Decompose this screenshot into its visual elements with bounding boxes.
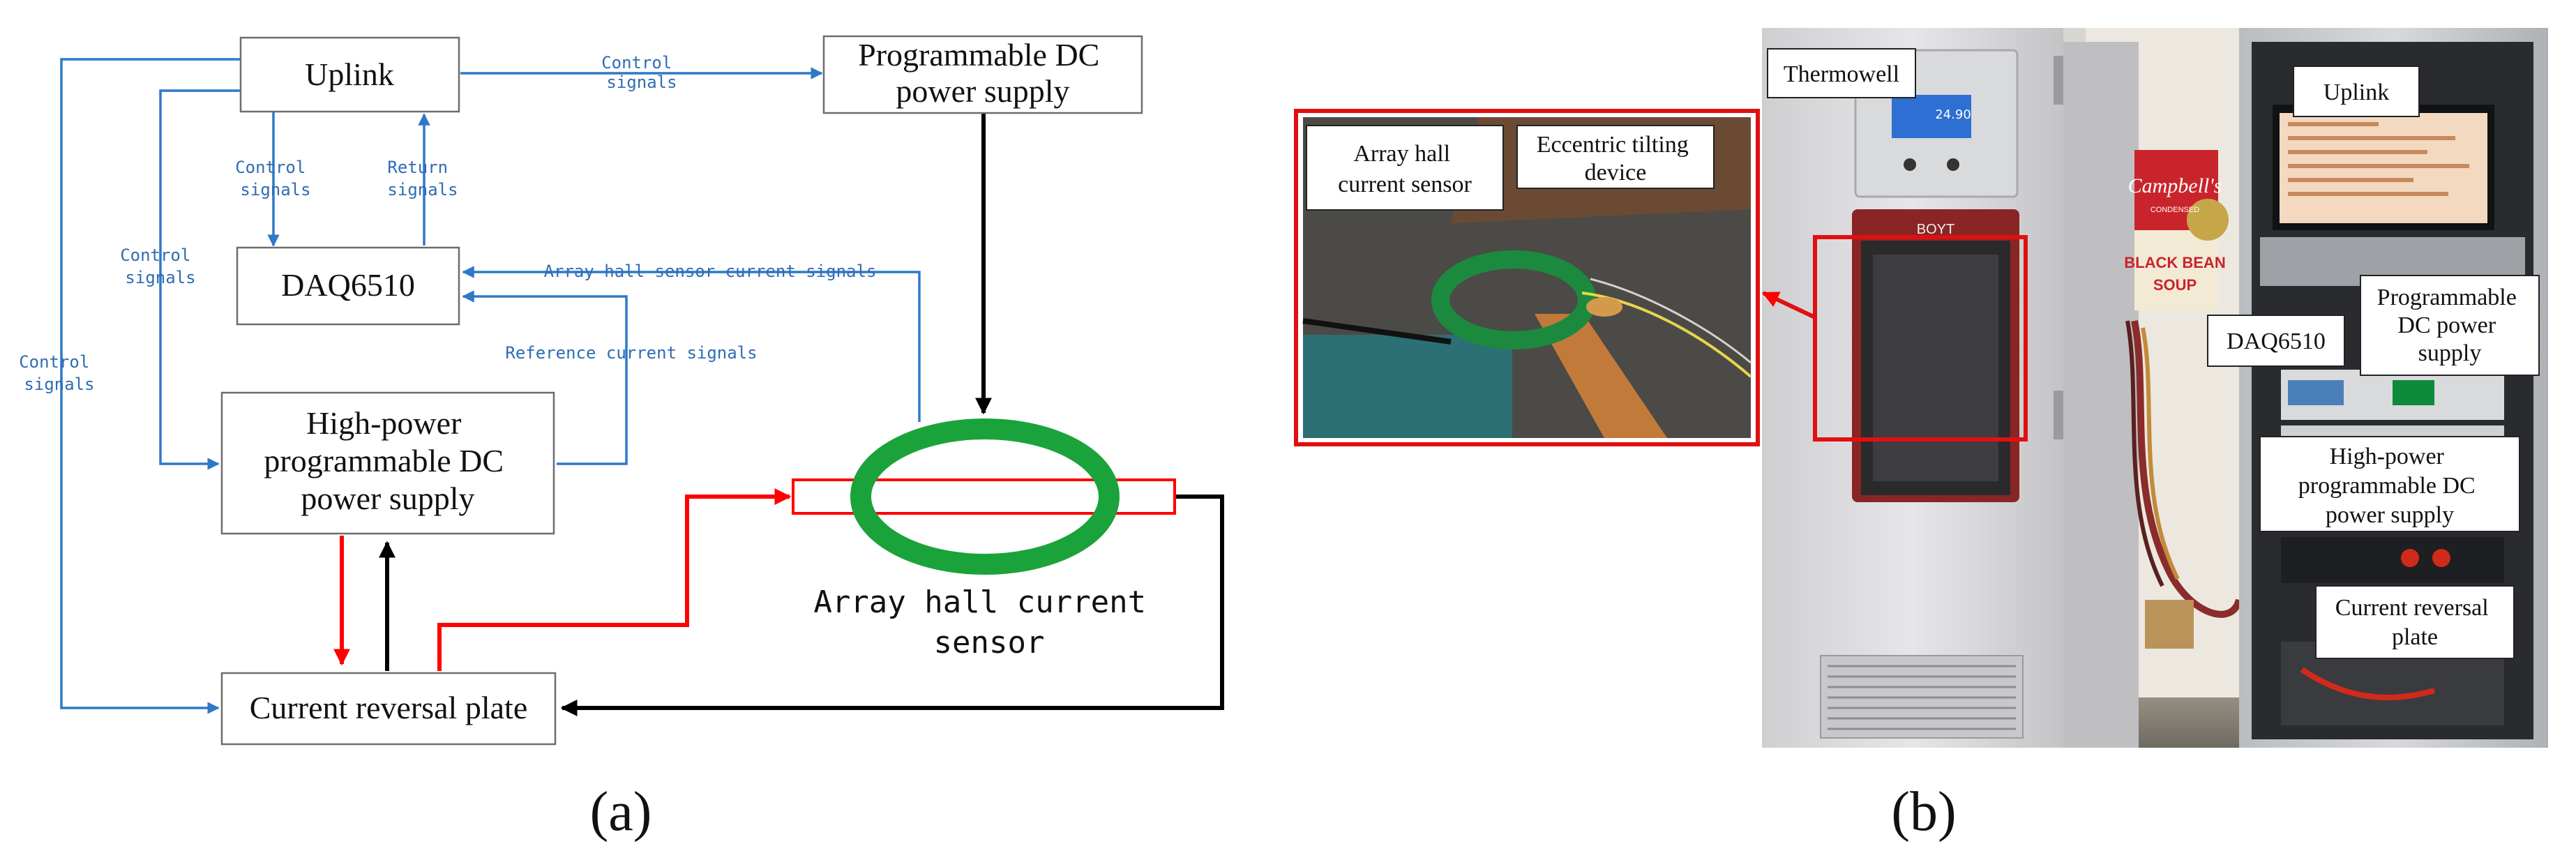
- blue-signal-lines: [60, 58, 921, 714]
- uplink-to-hp-dc-arrow: [159, 89, 241, 470]
- highlight-link-arrow: [1761, 291, 1816, 319]
- copper-busbar: [1535, 314, 1667, 438]
- svg-text:Current reversal plate: Current reversal plate: [250, 690, 527, 725]
- callout-uplink: Uplink: [2293, 66, 2420, 117]
- svg-text:DAQ6510: DAQ6510: [281, 267, 415, 303]
- daq6510-box: DAQ6510: [236, 246, 460, 326]
- signal-labels: Control signals Control signals Return s…: [19, 53, 876, 394]
- uplink-box: Uplink: [239, 36, 460, 113]
- cable-bundle: [2125, 320, 2243, 649]
- svg-text:Thermowell: Thermowell: [1784, 61, 1899, 87]
- experimental-setup-photo: 24.90 BOYT Campbell's CONDENSED B: [1294, 28, 2548, 843]
- conductor-return-arrow: [560, 495, 1224, 716]
- svg-text:Uplink: Uplink: [2323, 80, 2389, 105]
- svg-text:Eccentric tilting devi: Eccentric tilting device: [1537, 132, 1695, 186]
- svg-text:24.90: 24.90: [1935, 107, 1971, 122]
- svg-text:CONDENSED: CONDENSED: [2151, 206, 2199, 214]
- svg-text:BOYT: BOYT: [1917, 222, 1954, 237]
- return-signals-label: Return signals: [387, 158, 458, 199]
- panel-label-a: (a): [590, 781, 652, 843]
- svg-text:Current reversal plate: Current reversal plate: [2335, 595, 2494, 650]
- array-hall-sensor-ring: [850, 418, 1120, 575]
- uplink-to-reversal-arrow: [60, 58, 241, 714]
- pcb-sensor-ring: [1431, 250, 1596, 349]
- svg-text:DAQ6510: DAQ6510: [2227, 329, 2326, 354]
- sensor-to-daq-arrow: [462, 266, 921, 422]
- svg-text:BLACK BEAN: BLACK BEAN: [2124, 254, 2225, 271]
- svg-text:Uplink: Uplink: [305, 56, 394, 92]
- chamber-highlight-box: [1813, 235, 2028, 442]
- high-power-dc-box: High-power programmable DC power supply: [220, 391, 555, 535]
- control-signals-label-top: Control signals: [601, 53, 682, 92]
- controller-screen: [1892, 95, 1971, 138]
- svg-text:Array hall current sen: Array hall current sensor: [1338, 141, 1472, 197]
- callout-daq6510: DAQ6510: [2207, 315, 2345, 367]
- callout-array-hall-sensor: Array hall current sensor: [1306, 125, 1504, 211]
- svg-text:High-power programmabl: High-power programmable DC power supply: [2298, 444, 2482, 528]
- callout-eccentric-tilting: Eccentric tilting device: [1516, 125, 1715, 189]
- svg-text:Campbell's: Campbell's: [2128, 174, 2222, 197]
- svg-text:SOUP: SOUP: [2153, 276, 2197, 294]
- svg-text:Programmable DC power: Programmable DC power supply: [858, 37, 1108, 109]
- reversal-to-conductor-arrow: [437, 488, 792, 671]
- hp-dc-to-daq-arrow: [462, 290, 628, 465]
- reference-current-signals-label: Reference current signals: [505, 343, 757, 363]
- callout-current-reversal-plate: Current reversal plate: [2315, 585, 2515, 659]
- sensor-label: Array hall current sensor: [813, 584, 1164, 661]
- svg-text:Programmable DC power: Programmable DC power supply: [2377, 285, 2523, 366]
- environmental-chamber: 24.90 BOYT: [1762, 28, 2139, 748]
- control-signals-label-left2: Control signals: [19, 352, 100, 394]
- callout-programmable-dc: Programmable DC power supply: [2360, 275, 2540, 376]
- block-diagram: Control signals Control signals Return s…: [19, 35, 1224, 843]
- svg-text:High-power programmabl: High-power programmable DC power supply: [264, 405, 511, 516]
- callout-thermowell: Thermowell: [1767, 48, 1916, 98]
- current-reversal-plate-box: Current reversal plate: [220, 672, 557, 746]
- array-current-signals-label: Array hall sensor current signals: [544, 262, 877, 281]
- callout-high-power-dc: High-power programmable DC power supply: [2259, 436, 2520, 532]
- hp-dc-instrument: [2281, 537, 2504, 583]
- soup-can-poster: Campbell's CONDENSED BLACK BEAN SOUP: [2124, 150, 2229, 310]
- control-signals-label-left1: Control signals: [120, 246, 201, 287]
- control-signals-label-mid: Control signals: [235, 158, 316, 199]
- programmable-dc-box: Programmable DC power supply: [822, 35, 1143, 114]
- panel-label-b: (b): [1891, 781, 1956, 843]
